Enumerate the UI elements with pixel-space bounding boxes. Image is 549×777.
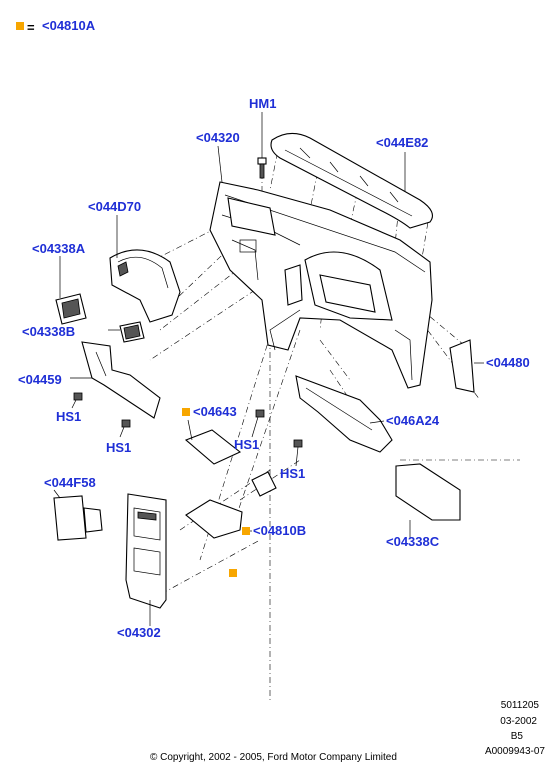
- drawing-revision: B5: [510, 731, 523, 742]
- hm1-screw: [257, 157, 267, 179]
- callout-04338a: <04338A: [32, 241, 86, 256]
- callout-04338b: <04338B: [22, 324, 76, 339]
- callout-04643: <04643: [193, 404, 237, 419]
- hs1-screws: [73, 392, 303, 448]
- drawing-reference: A0009943-07: [484, 746, 545, 757]
- callout-04810b: <04810B: [253, 523, 307, 538]
- legend-equals: =: [27, 20, 35, 35]
- callout-hs1-d: HS1: [280, 466, 306, 481]
- duct-046a24: [295, 375, 393, 453]
- legend-label: <04810A: [42, 18, 96, 33]
- cluster-bezel-part: [109, 249, 181, 323]
- callout-044e82: <044E82: [376, 135, 429, 150]
- callout-hm1: HM1: [249, 96, 277, 111]
- defroster-panel-part: [270, 132, 433, 229]
- end-cap-04480: [449, 339, 475, 393]
- callout-04338c: <04338C: [386, 534, 440, 549]
- drawing-date: 03-2002: [500, 716, 537, 727]
- callout-046a24: <046A24: [386, 413, 440, 428]
- copyright-notice: © Copyright, 2002 - 2005, Ford Motor Com…: [150, 752, 397, 763]
- callout-044d70: <044D70: [88, 199, 142, 214]
- glovebox-panel-04338c: [395, 463, 461, 521]
- bracket-04810b: [185, 471, 277, 539]
- ashtray-044f58: [53, 495, 103, 541]
- callout-04480: <04480: [486, 355, 530, 370]
- console-panel-04302: [125, 493, 167, 609]
- instrument-panel-part: [209, 181, 433, 389]
- callout-04302: <04302: [117, 625, 161, 640]
- callout-hs1-c: HS1: [234, 437, 260, 452]
- callout-hs1-b: HS1: [106, 440, 132, 455]
- switch-04338b: [119, 321, 145, 343]
- cover-04643: [184, 429, 242, 465]
- leader-lines: [53, 112, 484, 626]
- marker-bracket: [229, 569, 237, 577]
- callout-04320: <04320: [196, 130, 240, 145]
- drawing-code: 5011205: [500, 700, 539, 711]
- switch-04338a: [55, 293, 87, 325]
- callout-044f58: <044F58: [44, 475, 96, 490]
- lower-panel-04459: [81, 341, 161, 419]
- marker-04643: [182, 408, 190, 416]
- marker-04810b: [242, 527, 250, 535]
- callout-hs1-a: HS1: [56, 409, 82, 424]
- legend-marker: [16, 22, 24, 30]
- callout-04459: <04459: [18, 372, 62, 387]
